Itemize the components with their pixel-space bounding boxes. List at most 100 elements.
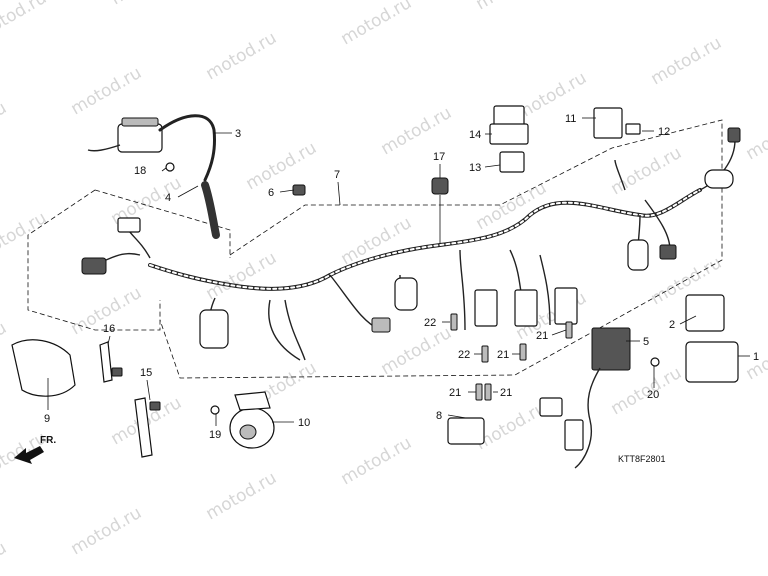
relay-can-center	[394, 277, 418, 311]
relay-can-left	[199, 309, 229, 349]
callout-22a: 22	[424, 317, 436, 329]
callout-2: 2	[669, 319, 675, 331]
watermark-text: motod.ru	[68, 503, 146, 559]
callout-20: 20	[647, 389, 659, 401]
horn-bracket	[234, 391, 271, 411]
watermark-text: motod.ru	[338, 433, 416, 489]
ignition-coil-group	[87, 114, 220, 239]
watermark-text: motod.ru	[0, 208, 50, 264]
callout-1: 1	[753, 351, 759, 363]
regulator-cover-2	[685, 294, 725, 332]
watermark-text: motod.ru	[743, 108, 768, 164]
fuse-block-1	[474, 289, 498, 327]
callout-labels: 1 2 3 4 5 6 7 8 9 10 11 12 13 14 15 16 1…	[44, 113, 759, 441]
connector-left-top	[117, 217, 141, 233]
watermark-text: motod.ru	[68, 63, 146, 119]
band-16-clip	[111, 367, 123, 377]
front-label: FR.	[40, 435, 56, 446]
connector-right	[659, 244, 677, 260]
callout-8: 8	[436, 410, 442, 422]
bolt-19	[210, 405, 220, 415]
band-16	[99, 341, 113, 383]
grommet-6	[292, 184, 306, 196]
callout-3: 3	[235, 128, 241, 140]
connector-left	[81, 257, 107, 275]
fuse-21a	[519, 343, 527, 361]
callout-4: 4	[165, 192, 171, 204]
fuse-21c	[475, 383, 483, 401]
callout-21c: 21	[449, 387, 461, 399]
watermark-text: motod.ru	[473, 178, 551, 234]
regulator-5	[591, 327, 631, 371]
watermark-text: motod.ru	[243, 138, 321, 194]
callout-7: 7	[334, 169, 340, 181]
cover-1	[685, 341, 739, 383]
callout-16: 16	[103, 323, 115, 335]
callout-17: 17	[433, 151, 445, 163]
harness-filter	[704, 169, 734, 189]
band-15	[134, 397, 153, 458]
callout-19: 19	[209, 429, 221, 441]
watermark-text: motod.ru	[203, 28, 281, 84]
diagram-code: KTT8F2801	[618, 454, 666, 464]
watermark-text: motod.ru	[0, 318, 10, 374]
connector-center	[371, 317, 391, 333]
watermark-text: motod.ru	[203, 468, 281, 524]
watermark-text: motod.ru	[203, 248, 281, 304]
connector-top-right	[727, 127, 741, 143]
front-direction-indicator: FR.	[14, 435, 56, 464]
callout-5: 5	[643, 336, 649, 348]
watermark-text: motod.ru	[338, 213, 416, 269]
watermark-text: motod.ru	[0, 98, 10, 154]
watermark-text: motod.ru	[648, 33, 726, 89]
leader-lines	[47, 117, 750, 426]
watermark-text: motod.ru	[108, 0, 186, 9]
callout-18: 18	[134, 165, 146, 177]
callout-12: 12	[658, 126, 670, 138]
band-15-clip	[149, 401, 161, 411]
relay-11	[593, 107, 623, 139]
fuse-items	[450, 313, 573, 401]
relay-13	[499, 151, 525, 173]
callout-21d: 21	[500, 387, 512, 399]
callout-11: 11	[565, 113, 576, 125]
callout-14: 14	[469, 129, 481, 141]
callout-6: 6	[268, 187, 274, 199]
group-outlines	[27, 119, 723, 379]
callout-13: 13	[469, 162, 481, 174]
callout-21a: 21	[536, 330, 548, 342]
watermark-text: motod.ru	[0, 538, 10, 576]
relay-14-base	[489, 123, 529, 145]
ignition-coil	[117, 123, 163, 153]
watermark-text: motod.ru	[473, 0, 551, 14]
watermark-text: motod.ru	[338, 0, 416, 49]
watermark-text: motod.ru	[608, 143, 686, 199]
fuse-21b	[565, 321, 573, 339]
bolt-20	[650, 357, 660, 367]
fuse-22a	[450, 313, 458, 331]
relay-8	[447, 417, 485, 445]
fuse-22b	[481, 345, 489, 363]
fuse-block-3	[554, 287, 578, 325]
relay-can-right	[627, 239, 649, 271]
fuse-block-2	[514, 289, 538, 327]
connector-5a	[539, 397, 563, 417]
callout-9: 9	[44, 413, 50, 425]
front-arrow-icon	[14, 446, 44, 464]
watermark-text: motod.ru	[0, 0, 50, 44]
fuse-21d	[484, 383, 492, 401]
harness-components	[81, 127, 741, 349]
standalone-parts	[11, 105, 739, 469]
callout-22b: 22	[458, 349, 470, 361]
callout-21b: 21	[497, 349, 509, 361]
horn-10-center	[239, 424, 257, 440]
ignition-coil-top	[121, 117, 159, 127]
clip-12	[625, 123, 641, 135]
connector-5b	[564, 419, 584, 451]
grommet-17	[431, 177, 449, 195]
callout-15: 15	[140, 367, 152, 379]
cover-9	[11, 339, 76, 397]
